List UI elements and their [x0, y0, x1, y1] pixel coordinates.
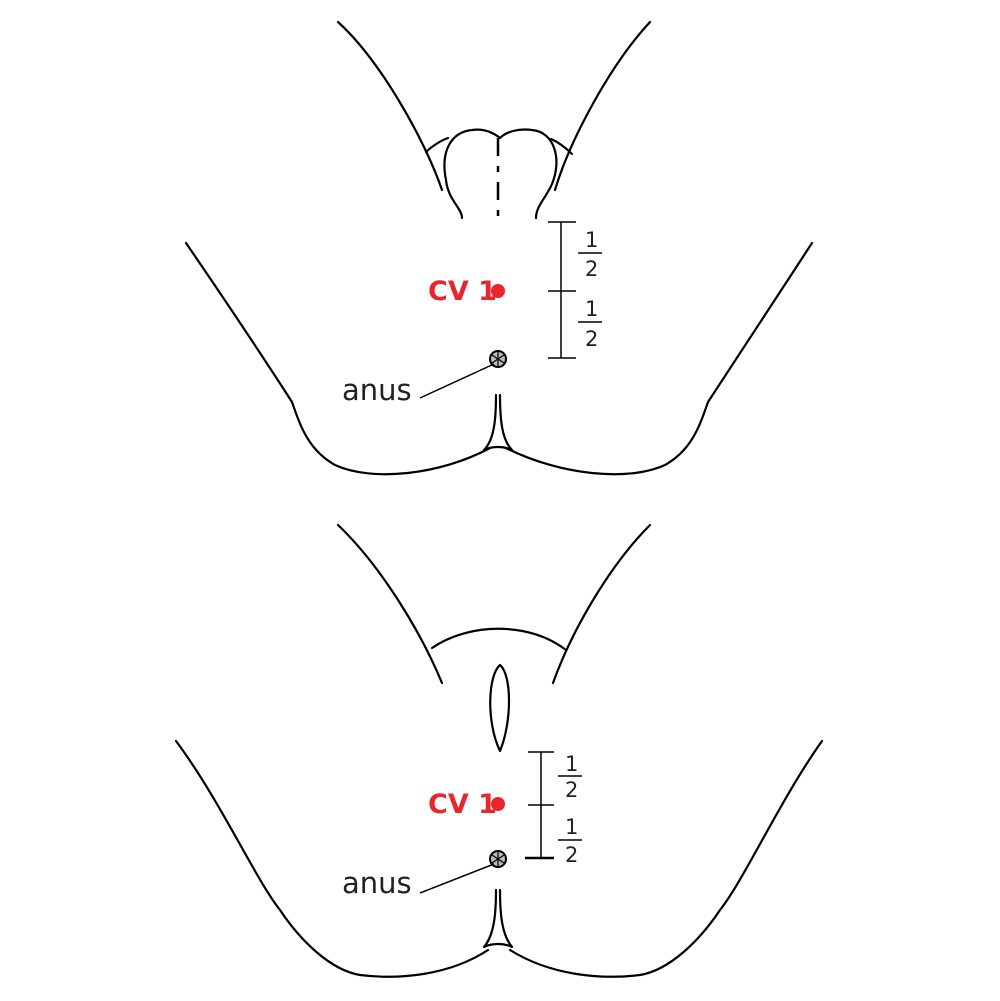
cv1-label: CV 1	[428, 276, 497, 307]
measurement-scale: 1 2 1 2	[548, 221, 602, 359]
cv1-point	[491, 284, 505, 298]
anus-icon	[489, 350, 507, 368]
gluteal-cleft	[482, 393, 514, 452]
anus-label: anus	[342, 373, 412, 407]
male-perineum-diagram: anus CV 1 1 2 1 2	[184, 20, 814, 476]
lower-fraction-denominator: 2	[565, 843, 578, 867]
anus-label: anus	[342, 866, 412, 900]
scrotum-outline	[443, 128, 558, 220]
right-thigh-outline	[551, 523, 652, 685]
anus-leader-line	[419, 363, 495, 399]
right-thigh-outline	[553, 20, 652, 192]
upper-fraction-numerator: 1	[565, 752, 578, 776]
lower-fraction-numerator: 1	[585, 297, 598, 321]
cv1-label: CV 1	[428, 789, 497, 820]
lower-fraction-denominator: 2	[585, 327, 598, 351]
vulva-outline	[489, 663, 511, 753]
left-thigh-outline	[336, 523, 444, 685]
upper-fraction-denominator: 2	[585, 257, 598, 281]
measurement-scale: 1 2 1 2	[525, 751, 582, 867]
left-groin-crease	[424, 136, 450, 154]
right-groin-crease	[549, 137, 574, 156]
anus-leader-line	[419, 863, 495, 894]
right-buttock-outline	[504, 241, 814, 476]
gluteal-cleft	[482, 888, 514, 949]
upper-fraction-denominator: 2	[565, 778, 578, 802]
left-buttock-outline	[174, 739, 490, 978]
right-buttock-outline	[508, 739, 824, 978]
mons-pubis-arc	[430, 627, 568, 652]
upper-fraction-numerator: 1	[585, 228, 598, 252]
left-buttock-outline	[184, 241, 492, 476]
female-perineum-diagram: anus CV 1 1 2 1 2	[174, 523, 824, 978]
lower-fraction-numerator: 1	[565, 815, 578, 839]
left-thigh-outline	[336, 20, 444, 192]
cv1-point	[491, 797, 505, 811]
anus-icon	[489, 850, 507, 868]
